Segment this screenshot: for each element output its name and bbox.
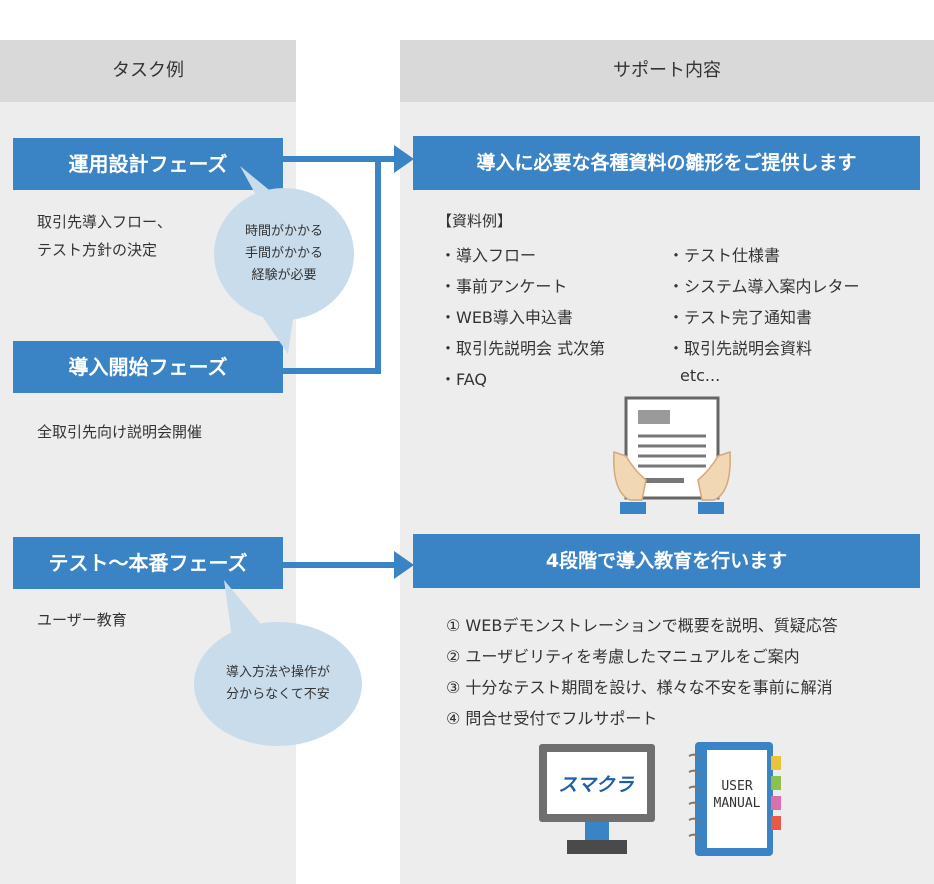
bubble-bottom-line: 導入方法や操作が xyxy=(225,665,330,680)
bubble-top-line: 時間がかかる xyxy=(244,224,323,239)
material-item: ・WEB導入申込書 xyxy=(440,308,573,327)
education-banner: 4段階で導入教育を行います xyxy=(413,534,920,588)
task-design-line: 取引先導入フロー、 xyxy=(37,213,172,231)
connector-shaft-materials xyxy=(378,156,400,162)
education-step: ① WEBデモンストレーションで概要を説明、質疑応答 xyxy=(446,616,838,635)
material-item: ・テスト仕様書 xyxy=(668,246,781,265)
connector-production xyxy=(282,562,398,568)
manual-book-icon xyxy=(688,742,781,856)
education-step: ③ 十分なテスト期間を設け、様々な不安を事前に解消 xyxy=(446,678,833,697)
manual-label-line: MANUAL xyxy=(713,796,761,811)
education-step: ② ユーザビリティを考慮したマニュアルをご案内 xyxy=(446,647,800,666)
phase-design: 運用設計フェーズ xyxy=(13,138,283,190)
task-production: ユーザー教育 xyxy=(37,611,127,629)
tasks-header: タスク例 xyxy=(0,40,296,102)
arrow-right-icon xyxy=(394,551,414,579)
material-item: ・システム導入案内レター xyxy=(668,277,860,296)
phase-production: テスト～本番フェーズ xyxy=(13,537,283,589)
bubble-bottom-line: 分からなくて不安 xyxy=(226,687,330,702)
materials-banner: 導入に必要な各種資料の雛形をご提供します xyxy=(413,136,920,190)
phase-start: 導入開始フェーズ xyxy=(13,341,283,393)
monitor-icon xyxy=(539,744,655,854)
materials-title: 【資料例】 xyxy=(437,212,513,230)
document-hands-icon xyxy=(613,396,731,514)
speech-bubble-top: 時間がかかる 手間がかかる 経験が必要 xyxy=(214,188,354,320)
material-item: ・事前アンケート xyxy=(440,277,568,296)
bubble-top-line: 手間がかかる xyxy=(244,246,323,261)
speech-bubble-bottom: 導入方法や操作が 分からなくて不安 xyxy=(194,622,362,746)
material-item: ・導入フロー xyxy=(440,246,537,265)
task-design-line: テスト方針の決定 xyxy=(37,241,158,259)
arrow-right-icon xyxy=(394,145,414,173)
connector-vertical xyxy=(375,156,381,374)
material-item: ・テスト完了通知書 xyxy=(668,308,813,327)
bubble-top-line: 経験が必要 xyxy=(251,268,317,283)
material-item: etc... xyxy=(680,366,721,385)
education-step: ④ 問合せ受付でフルサポート xyxy=(446,709,658,728)
manual-label: USER MANUAL xyxy=(707,778,767,812)
task-start: 全取引先向け説明会開催 xyxy=(37,423,203,441)
support-header: サポート内容 xyxy=(400,40,934,102)
connector-start xyxy=(282,368,381,374)
material-item: ・FAQ xyxy=(440,370,487,389)
task-design: 取引先導入フロー、 テスト方針の決定 xyxy=(37,208,172,264)
connector-design xyxy=(282,156,378,162)
manual-label-line: USER xyxy=(721,779,753,794)
material-item: ・取引先説明会資料 xyxy=(668,339,813,358)
screen-logo: スマクラ xyxy=(558,774,634,796)
material-item: ・取引先説明会 式次第 xyxy=(440,339,606,358)
